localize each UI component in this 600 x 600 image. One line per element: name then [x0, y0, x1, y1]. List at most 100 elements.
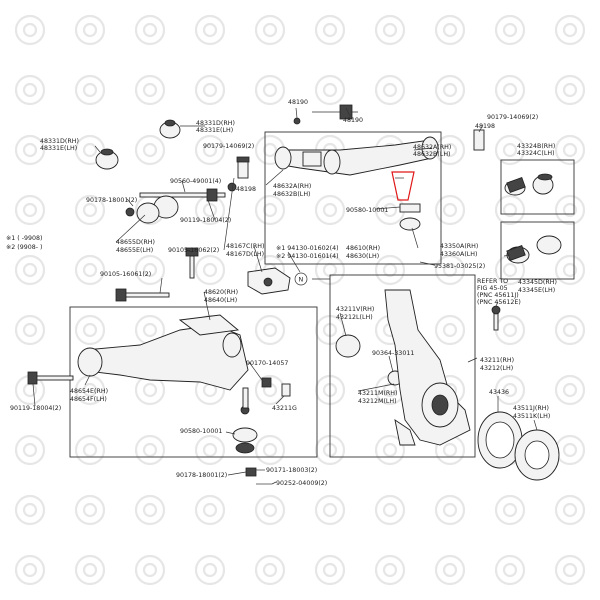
- label-90178-top: 90178-18001(2): [86, 197, 137, 204]
- label-43436: 43436: [489, 389, 509, 396]
- upper-arm-48610: [274, 136, 439, 176]
- watermark-gear-hub-icon: [82, 562, 98, 578]
- watermark-gear-icon: [254, 14, 286, 46]
- watermark-gear-icon: [14, 554, 46, 586]
- label-48190b: 48190: [343, 117, 363, 124]
- watermark-gear-icon: [314, 194, 346, 226]
- label-95381: 95381-03025(2): [434, 263, 485, 270]
- watermark-gear-hub-icon: [142, 22, 158, 38]
- label-43211: 43211(RH): [480, 357, 514, 364]
- label-48655d: 48655D(RH): [116, 239, 155, 246]
- watermark-gear-icon: [434, 314, 466, 346]
- label-43211v: 43211V(RH): [336, 306, 374, 313]
- watermark-gear-icon: [554, 254, 586, 286]
- watermark-gear-icon: [74, 254, 106, 286]
- bolt-48190: [293, 104, 358, 125]
- watermark-gear-hub-icon: [562, 82, 578, 98]
- watermark-gear-hub-icon: [262, 562, 278, 578]
- watermark-gear-hub-icon: [262, 202, 278, 218]
- nut-90170: [261, 377, 291, 397]
- lower-arm-group-box: [69, 306, 318, 458]
- bushing-48331d-left: [95, 148, 119, 170]
- watermark-gear-icon: [74, 434, 106, 466]
- watermark-gear-hub-icon: [442, 82, 458, 98]
- watermark-gear-hub-icon: [382, 442, 398, 458]
- watermark-gear-hub-icon: [442, 142, 458, 158]
- watermark-gear-icon: [14, 494, 46, 526]
- watermark-gear-hub-icon: [562, 502, 578, 518]
- watermark-gear-hub-icon: [322, 202, 338, 218]
- watermark-gear-hub-icon: [382, 22, 398, 38]
- lower-arm-48620: [77, 314, 250, 415]
- callout-n-circle: [294, 272, 308, 286]
- watermark-gear-hub-icon: [202, 22, 218, 38]
- watermark-gear-icon: [374, 434, 406, 466]
- label-90580-lower: 90580-10001: [180, 428, 222, 435]
- label-43360a: 43360A(LH): [440, 251, 478, 258]
- bolt-90105-16061: [115, 288, 170, 302]
- label-48620: 48620(RH): [204, 289, 238, 296]
- label-43511j: 43511J(RH): [513, 405, 549, 412]
- watermark-gear-icon: [314, 74, 346, 106]
- watermark-gear-icon: [254, 194, 286, 226]
- nut-48198-left: [236, 156, 250, 179]
- watermark-gear-icon: [374, 554, 406, 586]
- watermark-gear-hub-icon: [82, 262, 98, 278]
- watermark-gear-icon: [554, 14, 586, 46]
- watermark-gear-hub-icon: [442, 202, 458, 218]
- label-43211g: 43211G: [272, 405, 297, 412]
- label-48655e: 48655E(LH): [116, 247, 153, 254]
- note-2: ※2 (9908- ): [6, 244, 43, 251]
- label-90580-top: 90580-10001: [346, 207, 388, 214]
- watermark-gear-hub-icon: [382, 202, 398, 218]
- watermark-gear-hub-icon: [142, 562, 158, 578]
- kit-box-lower: [500, 221, 575, 280]
- label-48630: 48630(LH): [346, 253, 379, 260]
- watermark-gear-icon: [134, 134, 166, 166]
- watermark-gear-icon: [194, 434, 226, 466]
- watermark-gear-icon: [434, 554, 466, 586]
- label-90170: 90170-14057: [246, 360, 288, 367]
- watermark-gear-hub-icon: [562, 322, 578, 338]
- watermark-gear-hub-icon: [382, 562, 398, 578]
- watermark-gear-hub-icon: [22, 442, 38, 458]
- label-90119-top: 90119-18004(2): [180, 217, 231, 224]
- watermark-gear-hub-icon: [382, 502, 398, 518]
- label-48167c: 48167C(RH): [226, 243, 264, 250]
- watermark-gear-hub-icon: [82, 502, 98, 518]
- label-90252: 90252-04009(2): [276, 480, 327, 487]
- callout-n: N: [299, 277, 304, 284]
- watermark-gear-hub-icon: [502, 502, 518, 518]
- watermark-gear-icon: [74, 554, 106, 586]
- watermark-gear-icon: [434, 194, 466, 226]
- watermark-gear-icon: [554, 134, 586, 166]
- watermark-gear-hub-icon: [22, 562, 38, 578]
- watermark-gear-icon: [254, 494, 286, 526]
- bushing-48331d-right: [159, 119, 181, 139]
- label-48632b: 48632B(LH): [413, 151, 451, 158]
- watermark-gear-hub-icon: [502, 562, 518, 578]
- watermark-gear-icon: [254, 434, 286, 466]
- watermark-gear-icon: [134, 494, 166, 526]
- watermark-gear-hub-icon: [322, 82, 338, 98]
- watermark-gear-hub-icon: [502, 142, 518, 158]
- watermark-gear-hub-icon: [142, 382, 158, 398]
- watermark-gear-hub-icon: [442, 22, 458, 38]
- leader-lines: [32, 107, 538, 485]
- watermark-gear-hub-icon: [322, 502, 338, 518]
- watermark-gear-hub-icon: [382, 82, 398, 98]
- watermark-gear-hub-icon: [562, 202, 578, 218]
- watermark-gear-hub-icon: [142, 322, 158, 338]
- watermark-gear-icon: [434, 254, 466, 286]
- label-48640: 48640(LH): [204, 297, 237, 304]
- label-90105-16062: 90105-16062(2): [168, 247, 219, 254]
- watermark-gear-hub-icon: [562, 382, 578, 398]
- label-43324c: 43324C(LH): [517, 150, 555, 157]
- watermark-gear-hub-icon: [22, 202, 38, 218]
- label-48331d: 48331D(RH): [196, 120, 235, 127]
- watermark-gear-hub-icon: [82, 202, 98, 218]
- label-43212: 43212(LH): [480, 365, 513, 372]
- watermark-gear-hub-icon: [142, 502, 158, 518]
- watermark-gear-icon: [194, 254, 226, 286]
- watermark-gear-icon: [314, 494, 346, 526]
